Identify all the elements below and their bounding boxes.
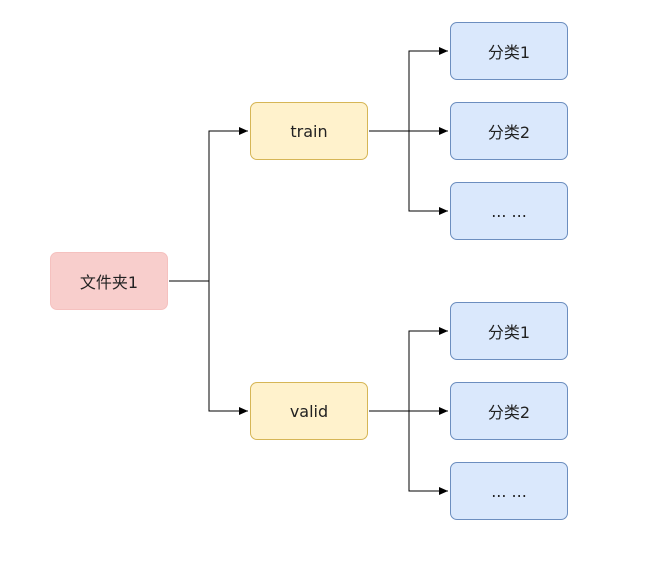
edge-valid-leaf-3 (369, 410, 448, 495)
valid-class-2-label: 分类2 (487, 403, 531, 422)
edges-root-to-branches (169, 127, 248, 415)
valid-class-1-node: 分类1 (450, 302, 568, 360)
edge-root-train (169, 127, 248, 282)
train-class-1-label: 分类1 (487, 43, 531, 62)
edge-train-leaf-3 (369, 130, 448, 215)
edges-valid-to-leaves (369, 327, 448, 495)
root-folder-label: 文件夹1 (79, 273, 139, 292)
train-class-2-label: 分类2 (487, 123, 531, 142)
train-class-1-node: 分类1 (450, 22, 568, 80)
valid-class-1-label: 分类1 (487, 323, 531, 342)
train-class-2-node: 分类2 (450, 102, 568, 160)
train-node: train (250, 102, 368, 160)
valid-class-more-label: ... ... (491, 481, 527, 501)
train-class-more-node: ... ... (450, 182, 568, 240)
edge-root-valid (169, 280, 248, 415)
valid-class-2-node: 分类2 (450, 382, 568, 440)
edges-train-to-leaves (369, 47, 448, 215)
train-label: train (290, 121, 328, 141)
valid-class-more-node: ... ... (450, 462, 568, 520)
valid-label: valid (289, 401, 329, 421)
root-folder-node: 文件夹1 (50, 252, 168, 310)
train-class-more-label: ... ... (491, 201, 527, 221)
valid-node: valid (250, 382, 368, 440)
edge-train-leaf-1 (369, 47, 448, 132)
edge-valid-leaf-1 (369, 327, 448, 412)
